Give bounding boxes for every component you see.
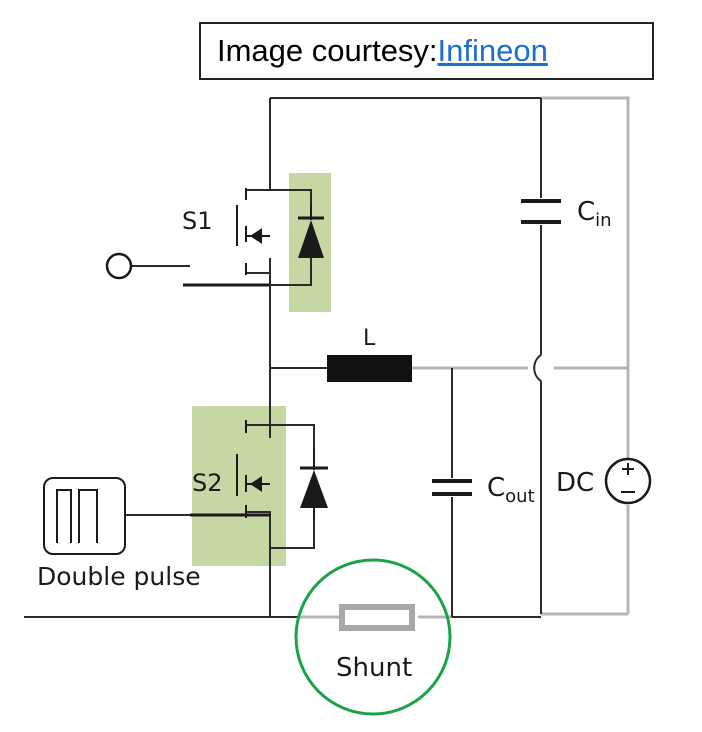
s1-diode-icon <box>298 205 324 258</box>
s1-label: S1 <box>182 207 213 235</box>
double-pulse-generator-icon <box>43 477 126 555</box>
cout-label: Cout <box>487 473 535 507</box>
black-wires <box>24 97 542 618</box>
inductor-icon <box>327 355 412 382</box>
infineon-link[interactable]: Infineon <box>437 33 548 68</box>
shunt-highlight-circle <box>294 558 452 716</box>
s2-mosfet-icon <box>190 420 270 518</box>
cin-capacitor-icon <box>521 199 561 224</box>
s2-diode-icon <box>300 448 328 520</box>
cin-label: Cin <box>577 197 612 231</box>
s1-gate-terminal-icon <box>105 252 133 280</box>
shunt-resistor-icon <box>339 604 415 631</box>
inductor-label: L <box>363 326 376 351</box>
shunt-label: Shunt <box>336 653 412 683</box>
image-courtesy-box: Image courtesy: Infineon <box>199 22 654 80</box>
gray-wires <box>300 96 630 619</box>
double-pulse-label: Double pulse <box>37 562 201 591</box>
s1-mosfet-icon <box>183 188 270 287</box>
cout-capacitor-icon <box>432 479 472 496</box>
s2-label: S2 <box>192 469 223 497</box>
dc-source-icon <box>604 457 652 505</box>
dc-label: DC <box>556 468 594 498</box>
courtesy-text: Image courtesy: <box>217 33 438 68</box>
